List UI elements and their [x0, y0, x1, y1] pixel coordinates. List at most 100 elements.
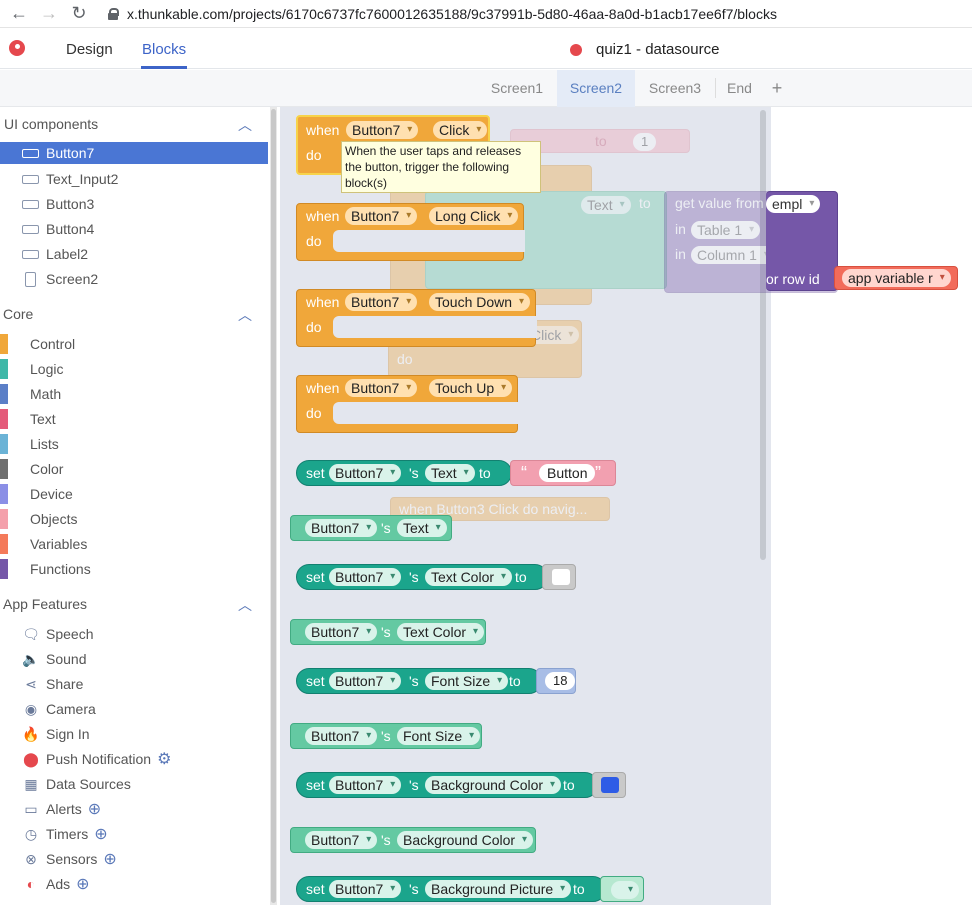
app-features-header[interactable]: App Features︿: [3, 596, 252, 613]
table-variable-dropdown[interactable]: empl: [766, 195, 821, 213]
tab-design[interactable]: Design: [66, 41, 113, 58]
component-dropdown[interactable]: Button7: [305, 831, 378, 849]
scrollbar-thumb[interactable]: [271, 109, 276, 903]
color-value-block[interactable]: [592, 772, 626, 798]
core-category-item[interactable]: Objects: [0, 508, 268, 530]
text-value-field[interactable]: Button: [539, 464, 596, 482]
font-size-field[interactable]: 18: [545, 672, 576, 690]
screen-tab-1[interactable]: Screen1: [490, 80, 544, 96]
collapse-chevron-icon[interactable]: ︿: [238, 117, 252, 133]
core-category-item[interactable]: Variables: [0, 533, 268, 555]
component-item[interactable]: Button3: [0, 193, 268, 215]
app-variable-block[interactable]: app variable r: [834, 266, 958, 290]
picture-dropdown[interactable]: [611, 881, 639, 899]
event-dropdown[interactable]: Touch Up: [429, 379, 513, 397]
feature-item[interactable]: 🔥Sign In: [22, 723, 89, 745]
core-category-item[interactable]: Functions: [0, 558, 268, 580]
screen-tab-3[interactable]: Screen3: [648, 80, 702, 96]
url-field[interactable]: x.thunkable.com/projects/6170c6737fc7600…: [108, 6, 777, 22]
feature-item[interactable]: ◷Timers⊕: [22, 823, 108, 845]
thunkable-logo-icon[interactable]: [9, 40, 25, 56]
when-button-touch-down-block[interactable]: when Button7 Touch Down do: [296, 289, 537, 347]
screen-tab-2[interactable]: Screen2: [557, 70, 635, 107]
component-dropdown[interactable]: Button7: [329, 776, 402, 794]
set-background-picture-block[interactable]: set Button7 's Background Picture to: [296, 876, 606, 902]
set-text-color-block[interactable]: set Button7 's Text Color to: [296, 564, 548, 590]
when-button-touch-up-block[interactable]: when Button7 Touch Up do: [296, 375, 519, 433]
picture-value-block[interactable]: [600, 876, 644, 902]
blue-swatch[interactable]: [601, 777, 619, 793]
number-value-block[interactable]: 18: [536, 668, 576, 694]
component-dropdown[interactable]: Button7: [305, 727, 378, 745]
core-header[interactable]: Core︿: [3, 306, 252, 323]
add-icon[interactable]: ⊕: [94, 826, 108, 843]
get-background-color-block[interactable]: Button7 's Background Color: [290, 827, 536, 853]
component-dropdown[interactable]: Button7: [329, 672, 402, 690]
white-swatch[interactable]: [552, 569, 570, 585]
property-dropdown[interactable]: Font Size: [397, 727, 481, 745]
core-category-item[interactable]: Control: [0, 333, 268, 355]
add-icon[interactable]: ⊕: [76, 876, 90, 893]
component-dropdown[interactable]: Button7: [345, 293, 418, 311]
tab-blocks[interactable]: Blocks: [142, 41, 187, 58]
add-screen-button[interactable]: +: [771, 78, 783, 98]
when-button-long-click-block[interactable]: when Button7 Long Click do: [296, 203, 525, 261]
component-item[interactable]: Screen2: [0, 268, 268, 290]
property-dropdown[interactable]: Text: [397, 519, 447, 537]
component-dropdown[interactable]: Button7: [329, 568, 402, 586]
property-dropdown[interactable]: Background Color: [397, 831, 534, 849]
core-category-item[interactable]: Math: [0, 383, 268, 405]
feature-item[interactable]: 🔈Sound: [22, 648, 86, 670]
property-dropdown[interactable]: Background Picture: [425, 880, 572, 898]
property-dropdown[interactable]: Text: [425, 464, 475, 482]
back-icon[interactable]: ←: [10, 3, 28, 23]
app-variable-dropdown[interactable]: app variable r: [842, 269, 951, 287]
get-font-size-block[interactable]: Button7 's Font Size: [290, 723, 482, 749]
feature-item[interactable]: ⬤Push Notification⚙: [22, 748, 171, 770]
core-category-item[interactable]: Color: [0, 458, 268, 480]
property-dropdown[interactable]: Background Color: [425, 776, 562, 794]
sidebar-scrollbar[interactable]: [270, 107, 277, 905]
event-dropdown[interactable]: Touch Down: [429, 293, 531, 311]
component-dropdown[interactable]: Button7: [345, 379, 418, 397]
set-background-color-block[interactable]: set Button7 's Background Color to: [296, 772, 598, 798]
settings-icon[interactable]: ⚙: [157, 751, 172, 768]
feature-item[interactable]: ◉Camera: [22, 698, 96, 720]
feature-item[interactable]: ⊗Sensors⊕: [22, 848, 117, 870]
component-dropdown[interactable]: Button7: [346, 121, 419, 139]
property-dropdown[interactable]: Text Color: [397, 623, 485, 641]
feature-item[interactable]: ◐Ads⊕: [22, 873, 90, 895]
feature-item[interactable]: ▦Data Sources: [22, 773, 130, 795]
event-dropdown[interactable]: Click: [433, 121, 488, 139]
collapse-chevron-icon[interactable]: ︿: [238, 597, 252, 613]
reload-icon[interactable]: ↻: [71, 3, 87, 23]
screen-tab-end[interactable]: End: [715, 78, 763, 98]
flyout-scrollbar[interactable]: [760, 110, 766, 560]
core-category-item[interactable]: Device: [0, 483, 268, 505]
component-item[interactable]: Button7: [0, 142, 268, 164]
ui-components-header[interactable]: UI components︿: [4, 116, 252, 133]
get-text-block[interactable]: Button7 's Text: [290, 515, 452, 541]
core-category-item[interactable]: Logic: [0, 358, 268, 380]
property-dropdown[interactable]: Font Size: [425, 672, 509, 690]
collapse-chevron-icon[interactable]: ︿: [238, 307, 252, 323]
component-dropdown[interactable]: Button7: [345, 207, 418, 225]
component-dropdown[interactable]: Button7: [329, 880, 402, 898]
feature-item[interactable]: 🗨Speech: [22, 623, 93, 645]
component-item[interactable]: Text_Input2: [0, 168, 268, 190]
core-category-item[interactable]: Text: [0, 408, 268, 430]
component-dropdown[interactable]: Button7: [329, 464, 402, 482]
component-dropdown[interactable]: Button7: [305, 519, 378, 537]
core-category-item[interactable]: Lists: [0, 433, 268, 455]
component-item[interactable]: Button4: [0, 218, 268, 240]
text-value-block[interactable]: “ Button ”: [510, 460, 616, 486]
component-dropdown[interactable]: Button7: [305, 623, 378, 641]
get-text-color-block[interactable]: Button7 's Text Color: [290, 619, 486, 645]
forward-icon[interactable]: →: [40, 3, 58, 23]
property-dropdown[interactable]: Text Color: [425, 568, 513, 586]
set-text-block[interactable]: set Button7 's Text to: [296, 460, 512, 486]
color-value-block[interactable]: [542, 564, 576, 590]
component-item[interactable]: Label2: [0, 243, 268, 265]
add-icon[interactable]: ⊕: [103, 851, 117, 868]
feature-item[interactable]: ▭Alerts⊕: [22, 798, 101, 820]
